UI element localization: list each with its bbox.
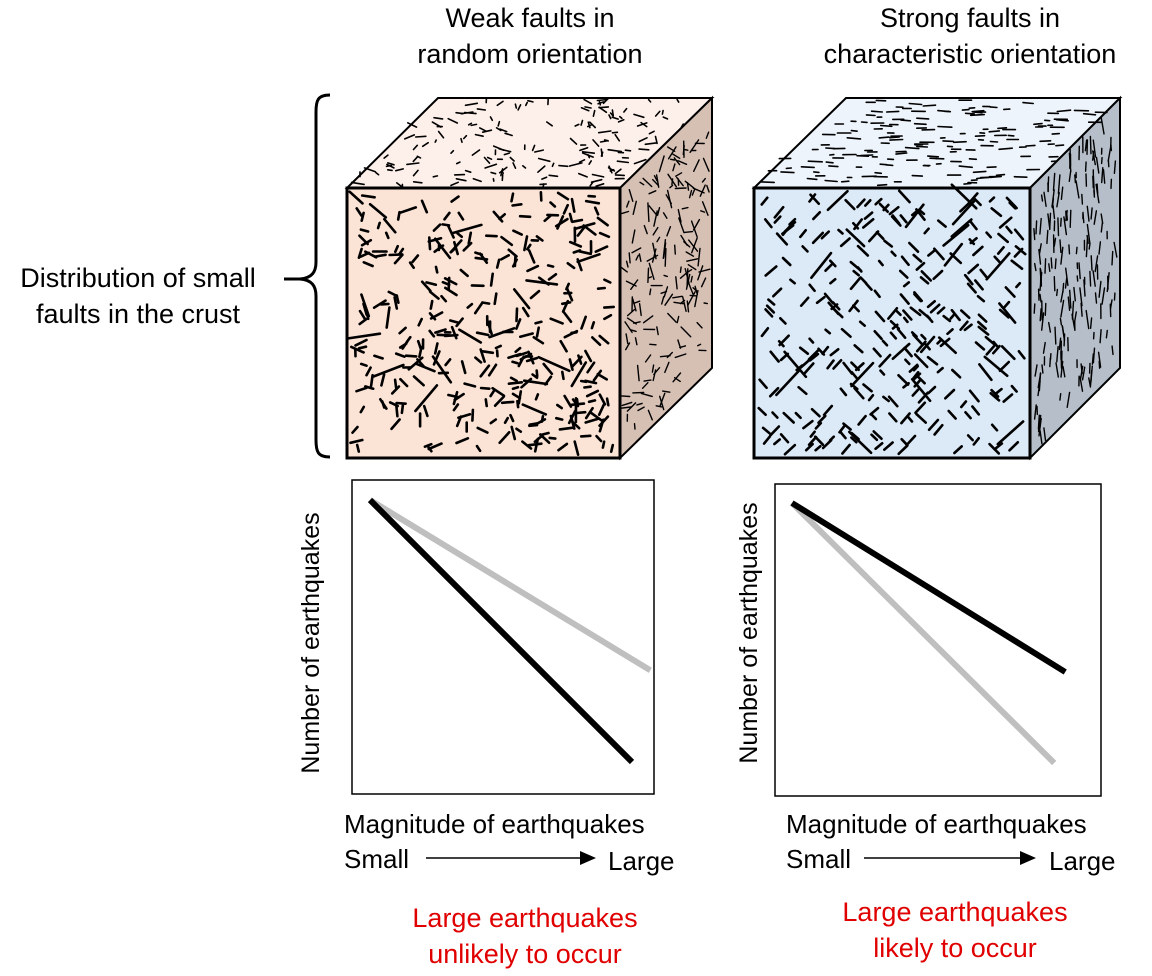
- left-chart-ylabel: Number of earthquakes: [297, 512, 325, 774]
- left-cube-faults: [346, 98, 711, 457]
- right-title: Strong faults in characteristic orientat…: [790, 0, 1150, 72]
- left-x-small: Small: [344, 844, 410, 874]
- left-chart-xlabel: Magnitude of earthquakes: [344, 809, 645, 839]
- side-label: Distribution of small faults in the crus…: [0, 260, 276, 332]
- left-caption-line2: unlikely to occur: [428, 939, 622, 969]
- right-caption: Large earthquakes likely to occur: [795, 894, 1115, 966]
- right-title-line1: Strong faults in: [879, 3, 1061, 33]
- right-chart-ylabel: Number of earthquakes: [735, 502, 763, 764]
- left-chart-gray-line: [368, 497, 652, 673]
- left-cube: [344, 95, 715, 461]
- right-caption-line1: Large earthquakes: [842, 897, 1068, 927]
- right-cube: [751, 95, 1123, 461]
- side-label-line2: faults in the crust: [35, 299, 241, 329]
- left-arrow: [426, 851, 596, 865]
- right-x-large: Large: [1049, 846, 1116, 876]
- curly-brace: [284, 93, 331, 459]
- left-caption: Large earthquakes unlikely to occur: [365, 900, 685, 972]
- right-cube-faults: [757, 99, 1118, 456]
- right-chart-xlabel: Magnitude of earthquakes: [786, 809, 1087, 839]
- left-title: Weak faults in random orientation: [350, 0, 710, 72]
- right-arrow: [864, 851, 1036, 865]
- left-title-line2: random orientation: [417, 39, 643, 69]
- left-chart-black-line: [367, 497, 635, 765]
- side-label-line1: Distribution of small: [20, 263, 256, 293]
- left-x-large: Large: [608, 846, 675, 876]
- right-x-small: Small: [786, 844, 852, 874]
- right-caption-line2: likely to occur: [873, 933, 1037, 963]
- right-title-line2: characteristic orientation: [823, 39, 1117, 69]
- right-chart-black-line: [790, 500, 1067, 675]
- left-title-line1: Weak faults in: [445, 3, 615, 33]
- right-chart-gray-line: [789, 500, 1057, 766]
- left-caption-line1: Large earthquakes: [412, 903, 638, 933]
